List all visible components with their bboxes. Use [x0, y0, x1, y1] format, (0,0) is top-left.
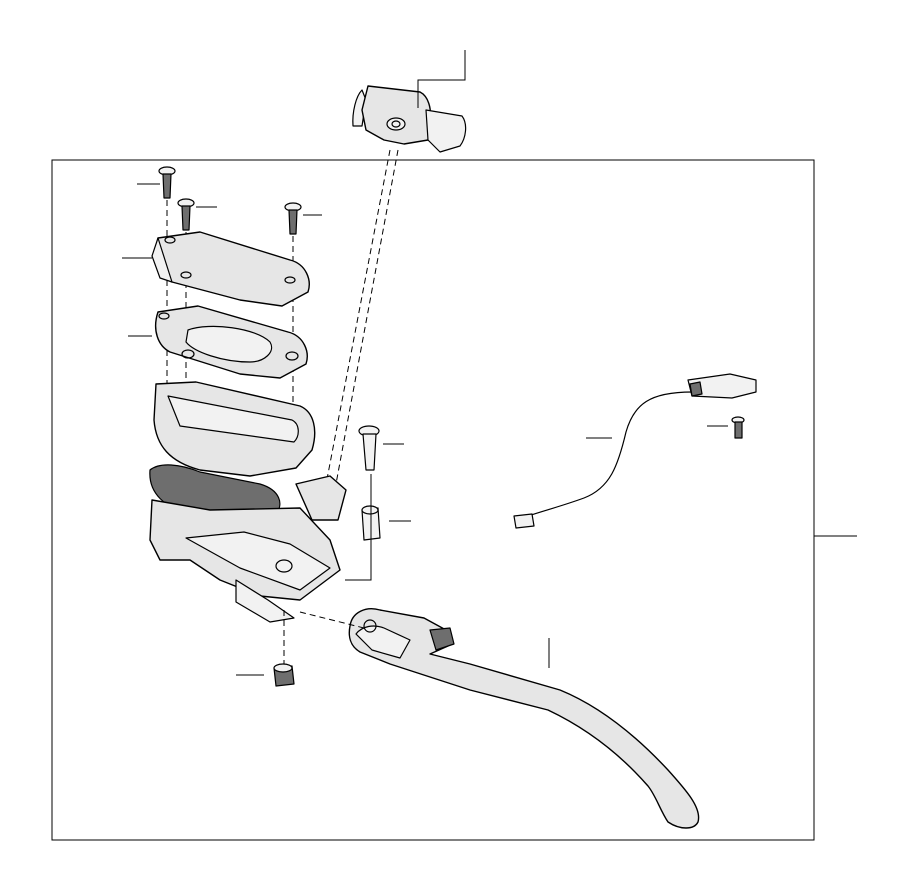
switch-screw[interactable] [731, 416, 745, 439]
alignment-line-1 [322, 149, 391, 501]
pivot-bolt[interactable] [358, 425, 380, 471]
clutch-lever[interactable] [348, 608, 700, 829]
callout-line-clamp[interactable] [417, 50, 466, 108]
assembly-frame [51, 159, 815, 841]
bushing[interactable] [361, 505, 381, 541]
reservoir-cover[interactable] [151, 231, 310, 307]
lever-axis [299, 611, 365, 629]
lever-nut[interactable] [273, 663, 295, 687]
cover-screw-3[interactable] [284, 202, 302, 235]
cover-screw-1[interactable] [158, 166, 176, 199]
handlebar-clamp[interactable] [352, 85, 467, 153]
bolt-axis [345, 474, 372, 581]
master-cylinder-body[interactable] [149, 381, 347, 623]
cover-gasket[interactable] [154, 305, 308, 379]
switch-cable[interactable] [513, 373, 757, 529]
cover-screw-2[interactable] [177, 198, 195, 231]
